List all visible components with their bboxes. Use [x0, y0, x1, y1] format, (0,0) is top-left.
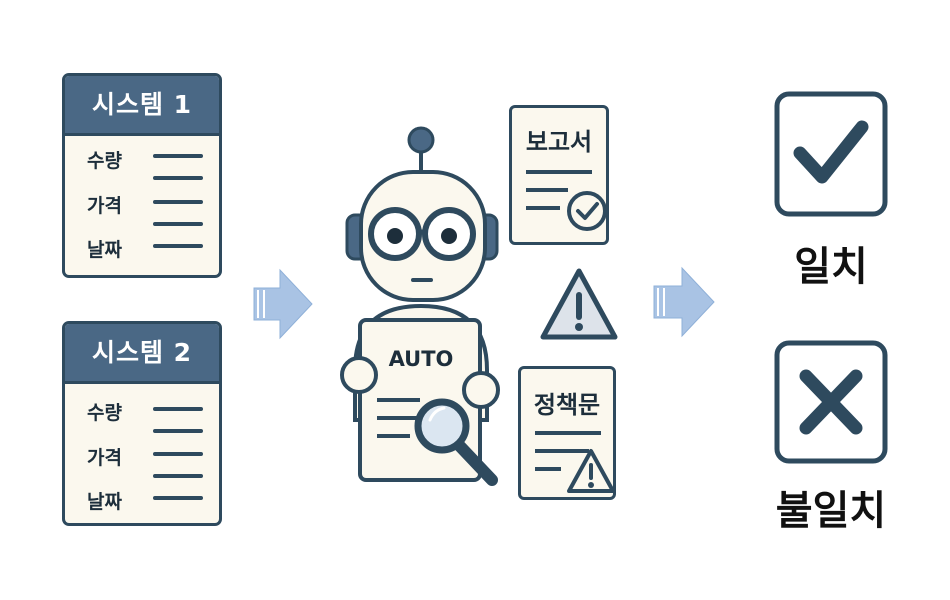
field-line — [153, 244, 203, 248]
mismatch-label: 불일치 — [775, 488, 887, 534]
field-line — [153, 496, 203, 500]
system-1-row-quantity: 수량 — [87, 150, 122, 172]
system-2-card: 시스템 2 수량 가격 날짜 — [62, 321, 222, 526]
system-1-title: 시스템 1 — [65, 76, 219, 136]
system-2-title: 시스템 2 — [65, 324, 219, 384]
report-title: 보고서 — [525, 128, 593, 156]
field-line — [153, 452, 203, 456]
field-line — [153, 429, 203, 433]
field-line — [153, 200, 203, 204]
system-2-row-date: 날짜 — [87, 491, 122, 513]
policy-content — [535, 431, 601, 471]
policy-title: 정책문 — [533, 391, 601, 419]
field-line — [153, 407, 203, 411]
warning-icon — [567, 449, 615, 493]
robot-sign-text: AUTO — [389, 347, 454, 371]
field-line — [153, 474, 203, 478]
field-line — [153, 176, 203, 180]
right-arrow-icon — [253, 268, 313, 340]
system-2-row-price: 가격 — [87, 447, 122, 469]
system-2-row-quantity: 수량 — [87, 402, 122, 424]
system-1-row-date: 날짜 — [87, 239, 122, 261]
right-arrow-icon — [653, 266, 715, 338]
magnifier-icon — [414, 398, 498, 486]
system-1-card: 시스템 1 수량 가격 날짜 — [62, 73, 222, 278]
checkmark-icon — [774, 91, 888, 217]
warning-icon — [540, 268, 618, 340]
report-document: 보고서 — [509, 105, 609, 245]
x-mark-icon — [774, 340, 888, 464]
field-line — [153, 222, 203, 226]
report-content — [526, 170, 592, 210]
field-line — [153, 154, 203, 158]
policy-document: 정책문 — [518, 366, 616, 500]
check-circle-icon — [567, 191, 607, 231]
system-1-row-price: 가격 — [87, 195, 122, 217]
match-label: 일치 — [794, 244, 868, 290]
